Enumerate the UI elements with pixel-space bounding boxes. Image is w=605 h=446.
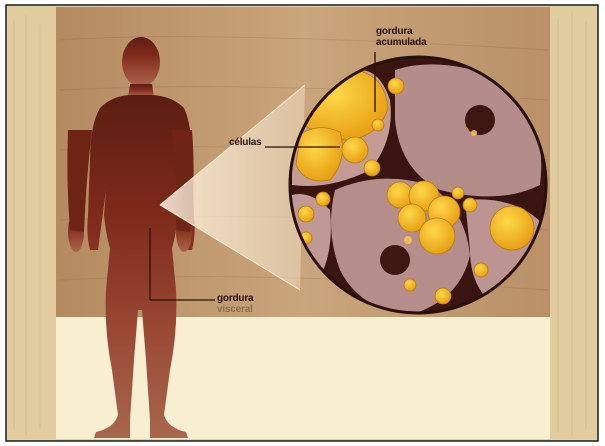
fat-droplet [463, 198, 477, 212]
cells-label: células [229, 137, 262, 148]
visceral-fat-label-line2: visceral [217, 304, 253, 315]
fat-droplet [316, 192, 330, 206]
fat-droplet [474, 263, 488, 277]
accumulated-fat-label: gordura acumulada [376, 26, 426, 48]
fat-droplet [452, 187, 464, 199]
cell-nucleus [465, 105, 495, 135]
accumulated-fat-label-line2: acumulada [376, 37, 426, 48]
fat-droplet [388, 78, 404, 94]
right-side-panel [550, 7, 596, 439]
fat-droplet [364, 160, 380, 176]
accumulated-fat-label-line1: gordura [376, 26, 426, 37]
fat-droplet [435, 288, 451, 304]
fat-droplet [490, 206, 534, 250]
fat-droplet [298, 206, 314, 222]
fat-droplet [419, 218, 455, 254]
fat-droplet [296, 128, 342, 181]
fat-droplet [342, 137, 368, 163]
visceral-fat-label: gordura visceral [217, 293, 253, 315]
cell-nucleus [380, 245, 410, 275]
fat-droplet [372, 119, 384, 131]
left-side-panel [8, 7, 56, 439]
visceral-fat-label-line1: gordura [217, 293, 253, 304]
fat-droplet [404, 279, 416, 291]
